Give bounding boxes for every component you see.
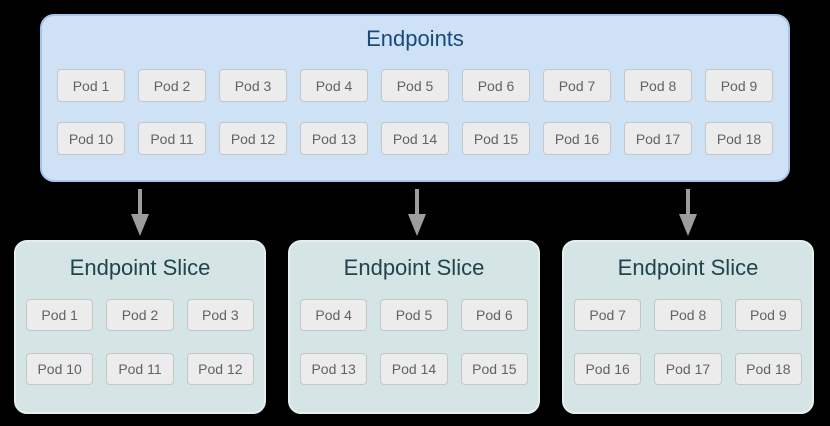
endpoint-slice-box-1: Endpoint Slice Pod 1 Pod 2 Pod 3 Pod 10 … — [14, 240, 266, 414]
endpoint-slice-title: Endpoint Slice — [617, 255, 759, 280]
pod-box: Pod 10 — [57, 122, 125, 155]
pod-box: Pod 16 — [574, 353, 642, 385]
pod-box: Pod 3 — [186, 299, 254, 331]
endpoint-slice-pod-grid: Pod 1 Pod 2 Pod 3 Pod 10 Pod 11 Pod 12 — [26, 299, 254, 385]
pod-box: Pod 2 — [106, 299, 174, 331]
pod-box: Pod 14 — [380, 353, 448, 385]
pod-box: Pod 1 — [57, 69, 125, 102]
pod-box: Pod 9 — [734, 299, 802, 331]
endpoint-slice-box-3: Endpoint Slice Pod 7 Pod 8 Pod 9 Pod 16 … — [562, 240, 814, 414]
down-arrow-icon — [131, 189, 149, 236]
endpoint-slice-pod-grid: Pod 7 Pod 8 Pod 9 Pod 16 Pod 17 Pod 18 — [574, 299, 802, 385]
pod-box: Pod 11 — [106, 353, 174, 385]
pod-box: Pod 17 — [654, 353, 722, 385]
pod-box: Pod 17 — [624, 122, 692, 155]
pod-box: Pod 4 — [300, 299, 368, 331]
pod-box: Pod 2 — [138, 69, 206, 102]
pod-box: Pod 12 — [219, 122, 287, 155]
down-arrow-icon — [679, 189, 697, 236]
pod-box: Pod 6 — [460, 299, 528, 331]
pod-box: Pod 13 — [300, 122, 368, 155]
pod-box: Pod 10 — [26, 353, 94, 385]
arrow-stem — [138, 189, 142, 214]
pod-box: Pod 4 — [300, 69, 368, 102]
endpoint-slice-box-2: Endpoint Slice Pod 4 Pod 5 Pod 6 Pod 13 … — [288, 240, 540, 414]
arrow-stem — [415, 189, 419, 214]
pod-box: Pod 5 — [381, 69, 449, 102]
arrow-stem — [686, 189, 690, 214]
arrow-head — [679, 214, 697, 236]
pod-box: Pod 15 — [460, 353, 528, 385]
pod-box: Pod 9 — [705, 69, 773, 102]
down-arrow-icon — [408, 189, 426, 236]
pod-box: Pod 7 — [543, 69, 611, 102]
pod-box: Pod 11 — [138, 122, 206, 155]
pod-box: Pod 6 — [462, 69, 530, 102]
pod-box: Pod 15 — [462, 122, 530, 155]
pod-box: Pod 1 — [26, 299, 94, 331]
endpoints-box: Endpoints Pod 1 Pod 2 Pod 3 Pod 4 Pod 5 … — [40, 14, 790, 182]
pod-box: Pod 8 — [624, 69, 692, 102]
pod-box: Pod 14 — [381, 122, 449, 155]
endpoints-title: Endpoints — [366, 26, 464, 51]
arrow-head — [408, 214, 426, 236]
pod-box: Pod 8 — [654, 299, 722, 331]
pod-box: Pod 7 — [574, 299, 642, 331]
pod-box: Pod 12 — [186, 353, 254, 385]
endpoint-slice-title: Endpoint Slice — [343, 255, 485, 280]
pod-box: Pod 16 — [543, 122, 611, 155]
pod-box: Pod 18 — [734, 353, 802, 385]
endpoint-slice-title: Endpoint Slice — [69, 255, 211, 280]
pod-box: Pod 3 — [219, 69, 287, 102]
pod-box: Pod 5 — [380, 299, 448, 331]
endpoints-pod-grid: Pod 1 Pod 2 Pod 3 Pod 4 Pod 5 Pod 6 Pod … — [57, 69, 773, 155]
pod-box: Pod 13 — [300, 353, 368, 385]
arrow-head — [131, 214, 149, 236]
pod-box: Pod 18 — [705, 122, 773, 155]
endpoint-slice-pod-grid: Pod 4 Pod 5 Pod 6 Pod 13 Pod 14 Pod 15 — [300, 299, 528, 385]
